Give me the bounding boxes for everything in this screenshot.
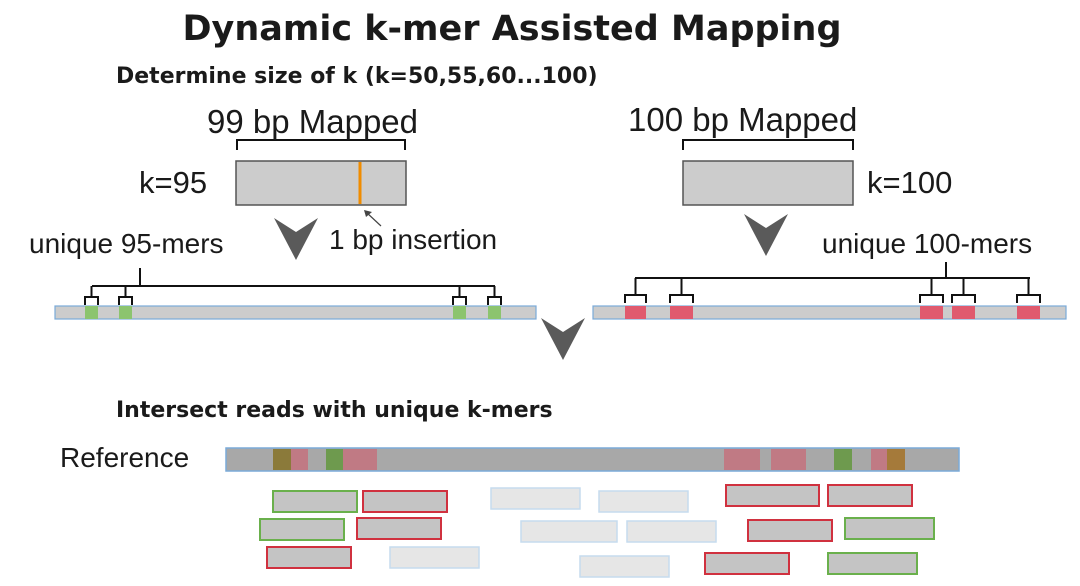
reference-kmer-hit: [326, 449, 343, 470]
sequencing-read: [844, 517, 935, 540]
sequencing-read: [747, 519, 833, 542]
genome-bar-right: [592, 305, 1067, 320]
sequencing-read: [827, 552, 918, 575]
reference-kmer-hit: [871, 449, 887, 470]
unique-95mer: [119, 306, 132, 319]
unique-95mer: [488, 306, 501, 319]
reference-kmer-hit: [291, 449, 308, 470]
unique-100mer: [920, 306, 943, 319]
kmer-bracket-right: [1016, 294, 1041, 303]
mapped-label-right: 100 bp Mapped: [628, 101, 858, 138]
sequencing-read: [272, 490, 358, 513]
read-box-left: [235, 160, 407, 206]
unique-kmers-label-left: unique 95-mers: [29, 228, 224, 259]
reference-label: Reference: [60, 442, 190, 473]
kmer-bracket-left: [452, 296, 467, 305]
unique-100mer: [952, 306, 975, 319]
unique-kmers-label-right: unique 100-mers: [822, 228, 1033, 259]
reference-kmer-hit: [887, 449, 905, 470]
insertion-label: 1 bp insertion: [329, 224, 498, 255]
k-label-left: k=95: [139, 165, 208, 200]
mapped-bracket-right: [682, 139, 854, 150]
sequencing-read: [389, 546, 480, 569]
sequencing-read: [356, 517, 442, 540]
sequencing-read: [598, 490, 689, 513]
unique-100mer: [1017, 306, 1040, 319]
unique-100mer: [625, 306, 646, 319]
down-arrow-right: [744, 214, 788, 256]
down-arrow-merge: [541, 318, 585, 360]
sequencing-read: [827, 484, 913, 507]
reference-kmer-hit: [343, 449, 377, 470]
sequencing-read: [490, 487, 581, 510]
insertion-pointer-head: [364, 210, 372, 217]
mapped-label-left: 99 bp Mapped: [207, 103, 419, 140]
intersect-section-title: Intersect reads with unique k-mers: [116, 398, 553, 423]
sequencing-read: [362, 490, 448, 513]
genome-bar-left: [54, 305, 537, 320]
sequencing-read: [520, 520, 618, 543]
kmer-bracket-right: [669, 294, 694, 303]
kmer-bracket-left: [84, 296, 99, 305]
diagram-title: Dynamic k-mer Assisted Mapping: [182, 9, 842, 49]
sequencing-read: [579, 555, 670, 578]
down-arrow-left: [274, 218, 318, 260]
sequencing-read: [626, 520, 717, 543]
kmer-bracket-right: [951, 294, 976, 303]
sequencing-read: [266, 546, 352, 569]
sequencing-read: [259, 518, 345, 541]
read-box-right: [682, 160, 854, 206]
kmer-bracket-right: [624, 294, 647, 303]
unique-95mer: [85, 306, 98, 319]
reference-kmer-hit: [273, 449, 291, 470]
kmer-bracket-left: [487, 296, 502, 305]
unique-95mer: [453, 306, 466, 319]
reference-kmer-hit: [771, 449, 806, 470]
sequencing-read: [704, 552, 790, 575]
unique-100mer: [670, 306, 693, 319]
reference-kmer-hit: [724, 449, 760, 470]
k-label-right: k=100: [867, 165, 953, 200]
kmer-bracket-left: [118, 296, 133, 305]
mapped-bracket-left: [236, 139, 406, 150]
k-size-subtitle: Determine size of k (k=50,55,60...100): [116, 64, 598, 89]
kmer-bracket-right: [919, 294, 944, 303]
sequencing-read: [725, 484, 820, 507]
reference-kmer-hit: [834, 449, 852, 470]
